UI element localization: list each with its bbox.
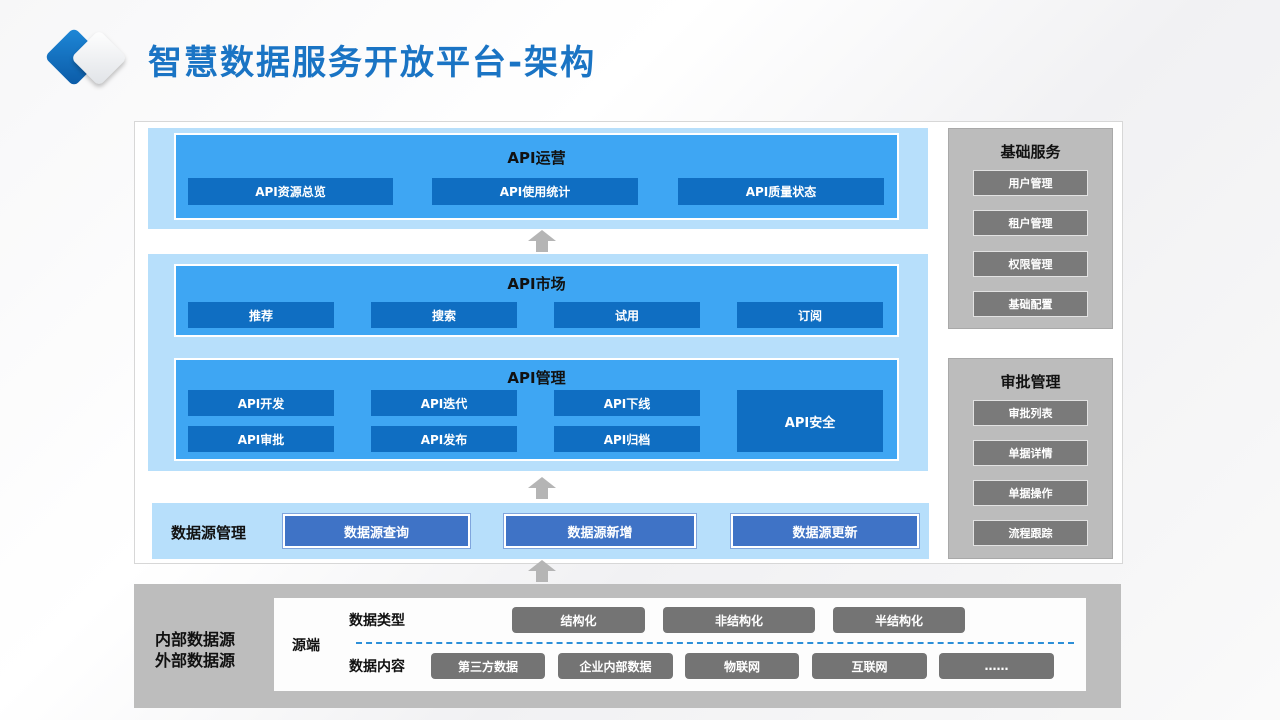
- data-content-enterprise: 企业内部数据: [558, 653, 673, 679]
- datasource-item-query: 数据源查询: [283, 514, 470, 548]
- market-item-recommend: 推荐: [188, 302, 334, 328]
- datasource-item-add: 数据源新增: [504, 514, 696, 548]
- management-item-publish: API发布: [371, 426, 517, 452]
- data-content-iot: 物联网: [685, 653, 799, 679]
- approval-item-tracking: 流程跟踪: [973, 520, 1088, 546]
- management-item-security: API安全: [737, 390, 883, 452]
- data-type-structured: 结构化: [512, 607, 645, 633]
- approval-item-operation: 单据操作: [973, 480, 1088, 506]
- management-panel: API管理 API开发 API迭代 API下线 API审批 API发布 API归…: [174, 358, 899, 461]
- operation-panel: API运营 API资源总览 API使用统计 API质量状态: [174, 133, 899, 220]
- sources-label-internal: 内部数据源: [155, 630, 236, 649]
- datasource-band: 数据源管理 数据源查询 数据源新增 数据源更新: [152, 503, 929, 559]
- operation-item-statistics: API使用统计: [432, 178, 638, 205]
- up-arrow-icon: [528, 230, 556, 252]
- market-panel: API市场 推荐 搜索 试用 订阅: [174, 264, 899, 337]
- up-arrow-icon: [528, 560, 556, 582]
- dashed-divider: [356, 642, 1074, 644]
- data-content-more: ……: [939, 653, 1054, 679]
- basic-service-title: 基础服务: [1000, 143, 1061, 161]
- data-content-third-party: 第三方数据: [431, 653, 545, 679]
- sources-detail-panel: 源端 数据类型 结构化 非结构化 半结构化 数据内容 第三方数据 企业内部数据 …: [274, 598, 1086, 691]
- management-item-approve: API审批: [188, 426, 334, 452]
- basic-service-item-config: 基础配置: [973, 291, 1088, 317]
- basic-service-item-permissions: 权限管理: [973, 251, 1088, 277]
- page-title: 智慧数据服务开放平台-架构: [148, 43, 597, 83]
- operation-item-overview: API资源总览: [188, 178, 393, 205]
- data-type-unstructured: 非结构化: [663, 607, 815, 633]
- basic-service-item-tenants: 租户管理: [973, 210, 1088, 236]
- data-content-internet: 互联网: [812, 653, 927, 679]
- data-content-label: 数据内容: [349, 659, 405, 675]
- approval-item-list: 审批列表: [973, 400, 1088, 426]
- management-item-iterate: API迭代: [371, 390, 517, 416]
- datasource-title: 数据源管理: [171, 524, 247, 542]
- sources-label-external: 外部数据源: [155, 651, 236, 670]
- management-item-archive: API归档: [554, 426, 700, 452]
- operation-title: API运营: [507, 149, 566, 167]
- basic-service-item-users: 用户管理: [973, 170, 1088, 196]
- market-item-trial: 试用: [554, 302, 700, 328]
- management-title: API管理: [507, 369, 566, 387]
- data-type-label: 数据类型: [349, 613, 405, 629]
- sources-origin-label: 源端: [292, 638, 320, 654]
- approval-title: 审批管理: [1000, 373, 1061, 391]
- management-item-develop: API开发: [188, 390, 334, 416]
- market-title: API市场: [507, 275, 566, 293]
- basic-service-panel: 基础服务 用户管理 租户管理 权限管理 基础配置: [948, 128, 1113, 329]
- market-item-search: 搜索: [371, 302, 517, 328]
- approval-panel: 审批管理 审批列表 单据详情 单据操作 流程跟踪: [948, 358, 1113, 559]
- operation-item-quality: API质量状态: [678, 178, 884, 205]
- approval-item-detail: 单据详情: [973, 440, 1088, 466]
- up-arrow-icon: [528, 477, 556, 499]
- market-item-subscribe: 订阅: [737, 302, 883, 328]
- data-type-semistructured: 半结构化: [833, 607, 965, 633]
- datasource-item-update: 数据源更新: [731, 514, 919, 548]
- management-item-offline: API下线: [554, 390, 700, 416]
